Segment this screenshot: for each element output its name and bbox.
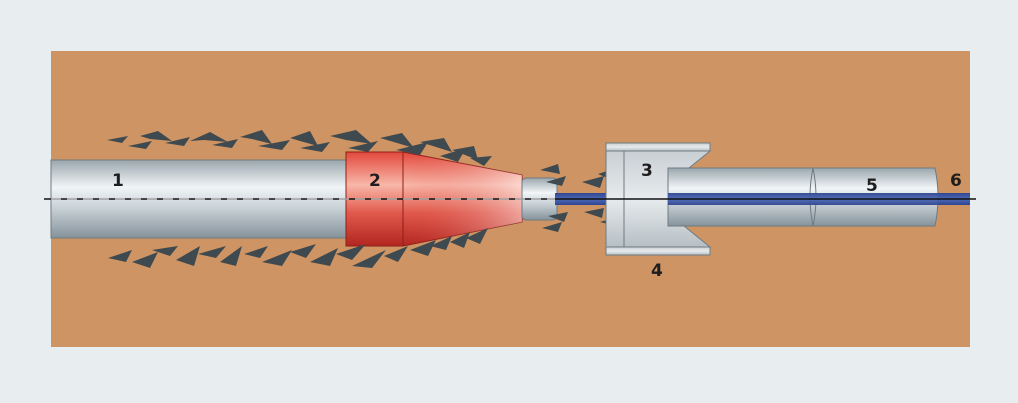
label-2: 2 [369,171,381,191]
label-4: 4 [651,261,663,281]
label-6: 6 [950,171,962,191]
label-1: 1 [112,171,124,191]
label-3: 3 [641,161,653,181]
label-5: 5 [866,176,878,196]
